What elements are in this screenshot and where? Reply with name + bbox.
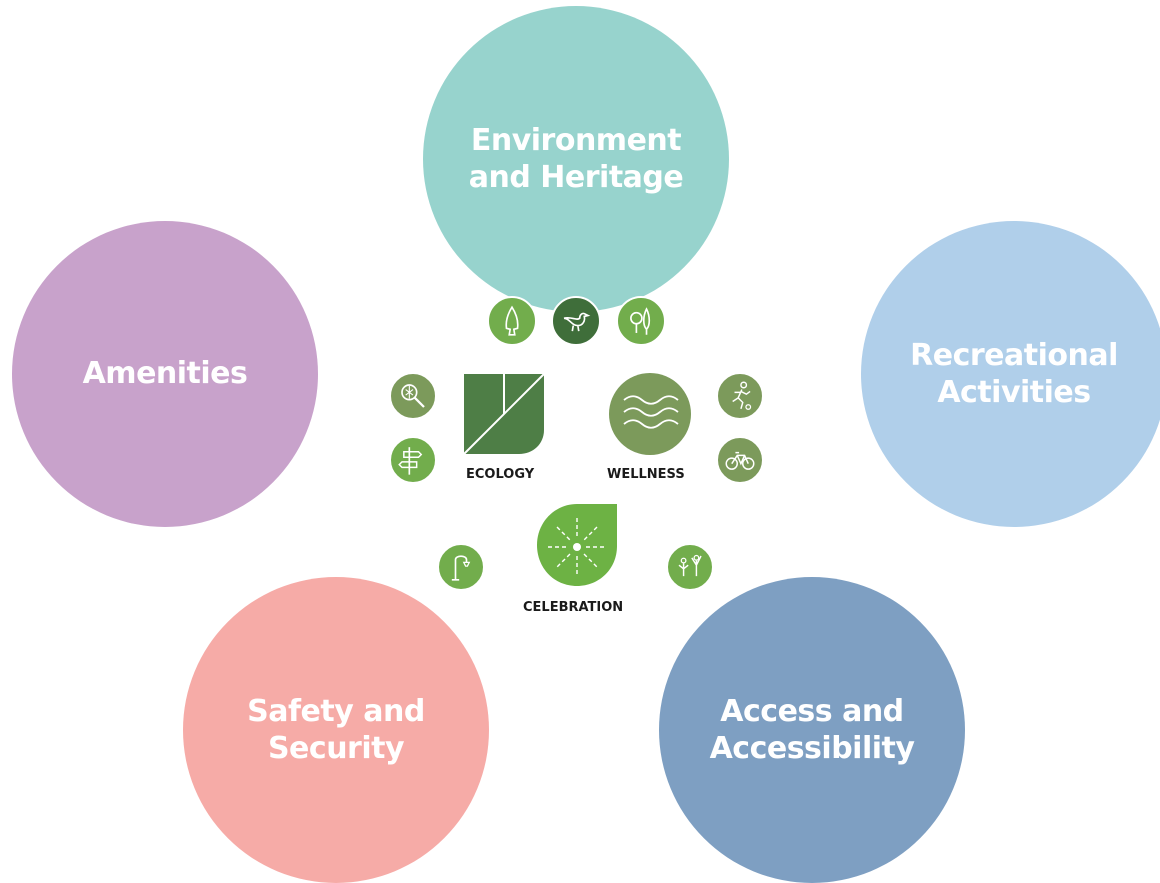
pillar-safety-line1: Safety and [247,693,425,729]
pillar-environment-line2: and Heritage [468,160,684,195]
pillar-environment-line1: Environment [470,122,682,158]
bird-icon [551,296,601,346]
lamp-icon [437,543,485,591]
bicycle-icon [716,436,764,484]
pillar-amenities-line1: Amenities [82,356,248,392]
pillar-safety-security: Safety and Security [183,577,489,883]
celebration-label: CELEBRATION [523,600,624,615]
pillar-recreational-activities: Recreational Activities [861,221,1160,527]
ecology-label: ECOLOGY [466,467,535,482]
pillar-recreational-line1: Recreational [910,337,1118,373]
celebration-emblem [535,502,619,588]
ecology-leaf-emblem [461,372,547,456]
pillar-environment-heritage: Environment and Heritage [423,6,729,312]
magnifier-icon [389,372,437,420]
pillar-access-line2: Accessibility [709,731,915,766]
trees-icon [616,296,666,346]
people-icon [666,543,714,591]
pillar-safety-line2: Security [267,731,405,766]
pillar-amenities: Amenities [12,221,318,527]
wellness-label: WELLNESS [607,467,685,482]
runner-icon [716,372,764,420]
pillar-access-accessibility: Access and Accessibility [659,577,965,883]
pillar-access-line1: Access and [720,693,904,729]
tree-icon [487,296,537,346]
wellness-emblem [608,372,692,456]
signpost-icon [389,436,437,484]
pillar-recreational-line2: Activities [937,375,1091,410]
